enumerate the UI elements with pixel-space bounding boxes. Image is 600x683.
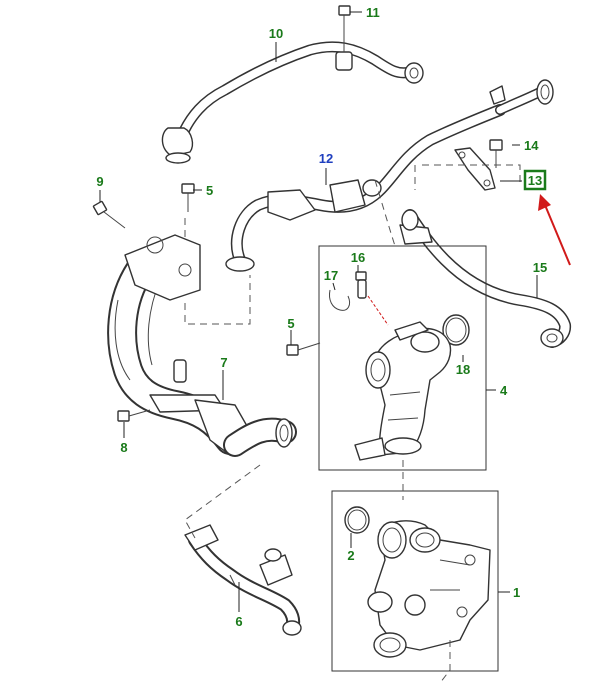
callout-12[interactable]: 12 [319, 151, 333, 166]
dashed-guides [184, 164, 521, 683]
part-14-bolt[interactable] [489, 139, 503, 168]
assembly-box-1 [331, 490, 499, 672]
part-1-thermostat-housing[interactable] [367, 520, 491, 658]
part-11-bolt[interactable] [338, 5, 351, 52]
callout-labels: 10 11 9 5 12 14 13 15 16 17 18 4 5 7 8 2… [96, 5, 547, 629]
callout-18[interactable]: 18 [456, 362, 470, 377]
callout-16[interactable]: 16 [351, 250, 365, 265]
part-9-bolt[interactable] [92, 200, 126, 229]
part-18-o-ring[interactable] [442, 314, 470, 346]
leader-lines [99, 11, 538, 612]
callout-15[interactable]: 15 [533, 260, 547, 275]
part-7-connector-pipe[interactable] [194, 399, 297, 457]
part-8-bolt[interactable] [117, 409, 151, 422]
callout-8[interactable]: 8 [120, 440, 127, 455]
callout-2[interactable]: 2 [347, 548, 354, 563]
part-4-outlet-housing[interactable] [354, 321, 452, 461]
part-17-clip[interactable] [329, 289, 351, 311]
part-13-bracket[interactable] [454, 147, 496, 191]
callout-14[interactable]: 14 [524, 138, 539, 153]
callout-10[interactable]: 10 [269, 26, 283, 41]
part-2-o-ring[interactable] [344, 506, 370, 534]
callout-9[interactable]: 9 [96, 174, 103, 189]
callout-7[interactable]: 7 [220, 355, 227, 370]
callout-1[interactable]: 1 [513, 585, 520, 600]
callout-5-upper[interactable]: 5 [206, 183, 213, 198]
callout-6[interactable]: 6 [235, 614, 242, 629]
callout-17[interactable]: 17 [324, 268, 338, 283]
callout-13-highlight[interactable]: 13 [523, 169, 547, 191]
part-6-lower-hose[interactable] [184, 524, 302, 636]
part-12-middle-hose[interactable] [225, 79, 554, 272]
part-10-upper-hose[interactable] [161, 41, 424, 164]
red-pointer-arrow [538, 194, 571, 266]
callout-11[interactable]: 11 [366, 5, 380, 20]
part-16-sensor[interactable] [355, 271, 367, 299]
part-5-bolt-lower[interactable] [286, 342, 321, 356]
assembly-box-4 [318, 245, 487, 471]
callout-5-lower[interactable]: 5 [287, 316, 294, 331]
part-5-bolt-upper[interactable] [181, 183, 195, 212]
part-15-right-hose[interactable] [399, 209, 572, 348]
callout-4[interactable]: 4 [500, 383, 508, 398]
callout-13: 13 [528, 173, 542, 188]
